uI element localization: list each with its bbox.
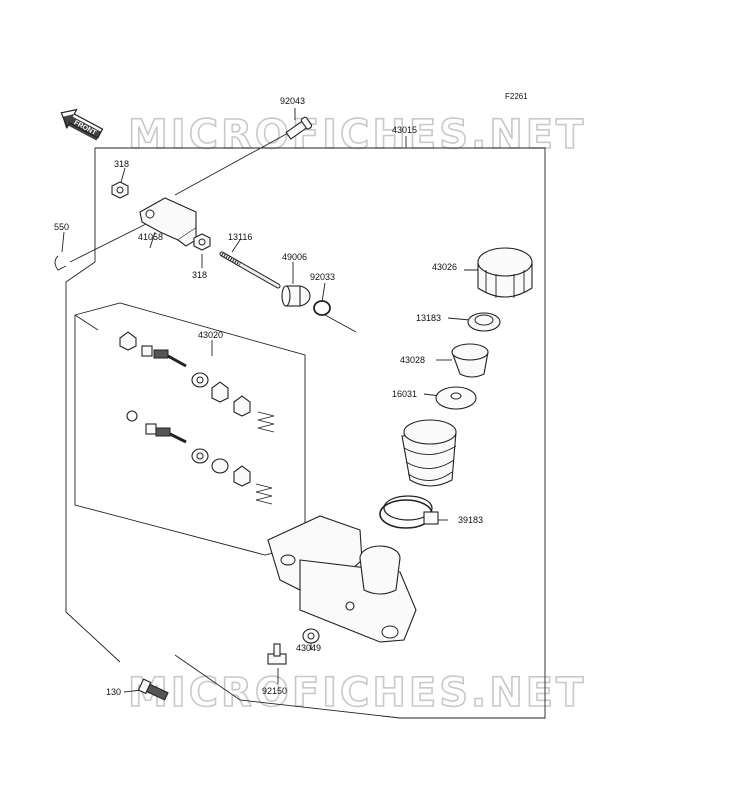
bolt-130-icon (137, 678, 169, 701)
assembly-boundary (65, 136, 546, 719)
clamp-39183-icon (379, 495, 439, 529)
part-label: 43028 (400, 355, 425, 365)
piston-49006-icon (281, 285, 311, 307)
part-label: 16031 (392, 389, 417, 399)
part-label: 92150 (262, 686, 287, 696)
part-label: 43049 (296, 643, 321, 653)
part-label: 92043 (280, 96, 305, 106)
nut-318-lower-icon (193, 233, 211, 251)
watermark-top: MICROFICHES.NET (128, 112, 586, 158)
cap-43026-icon (477, 247, 533, 298)
front-arrow-icon: FRONT (60, 108, 104, 141)
part-label: 49006 (282, 252, 307, 262)
part-label: 43026 (432, 262, 457, 272)
pushrod-13116-icon (219, 251, 281, 289)
part-label: 318 (192, 270, 207, 280)
hose-icon (401, 419, 457, 487)
diaphragm-43028-icon (451, 343, 489, 378)
part-label: 41058 (138, 232, 163, 242)
part-label: 43020 (198, 330, 223, 340)
cotter-pin-550-icon (54, 255, 67, 271)
plate-13183-icon (467, 312, 501, 332)
part-label: 13116 (228, 232, 252, 242)
watermark-bottom: MICROFICHES.NET (128, 670, 586, 716)
part-label: 130 (106, 687, 121, 697)
part-label: 92033 (310, 272, 335, 282)
kit-parts-icon (119, 331, 275, 505)
part-label: 318 (114, 159, 129, 169)
part-labels: 92043 43015 318 550 41058 318 13116 4900… (54, 96, 483, 697)
kit-boundary (74, 302, 306, 556)
pin-92043-icon (285, 116, 313, 140)
bolt-92150-icon (267, 643, 287, 665)
master-cylinder-icon (267, 515, 417, 643)
figure-code: F2261 (505, 92, 528, 101)
part-label: 39183 (458, 515, 483, 525)
part-label: 43015 (392, 125, 417, 135)
nut-318-icon (111, 181, 129, 199)
part-label: 550 (54, 222, 69, 232)
washer-16031-icon (435, 386, 477, 410)
part-label: 13183 (416, 313, 441, 323)
clevis-41058-icon (139, 197, 197, 247)
washer-43049-icon (302, 628, 320, 644)
circlip-92033-icon (313, 300, 331, 316)
